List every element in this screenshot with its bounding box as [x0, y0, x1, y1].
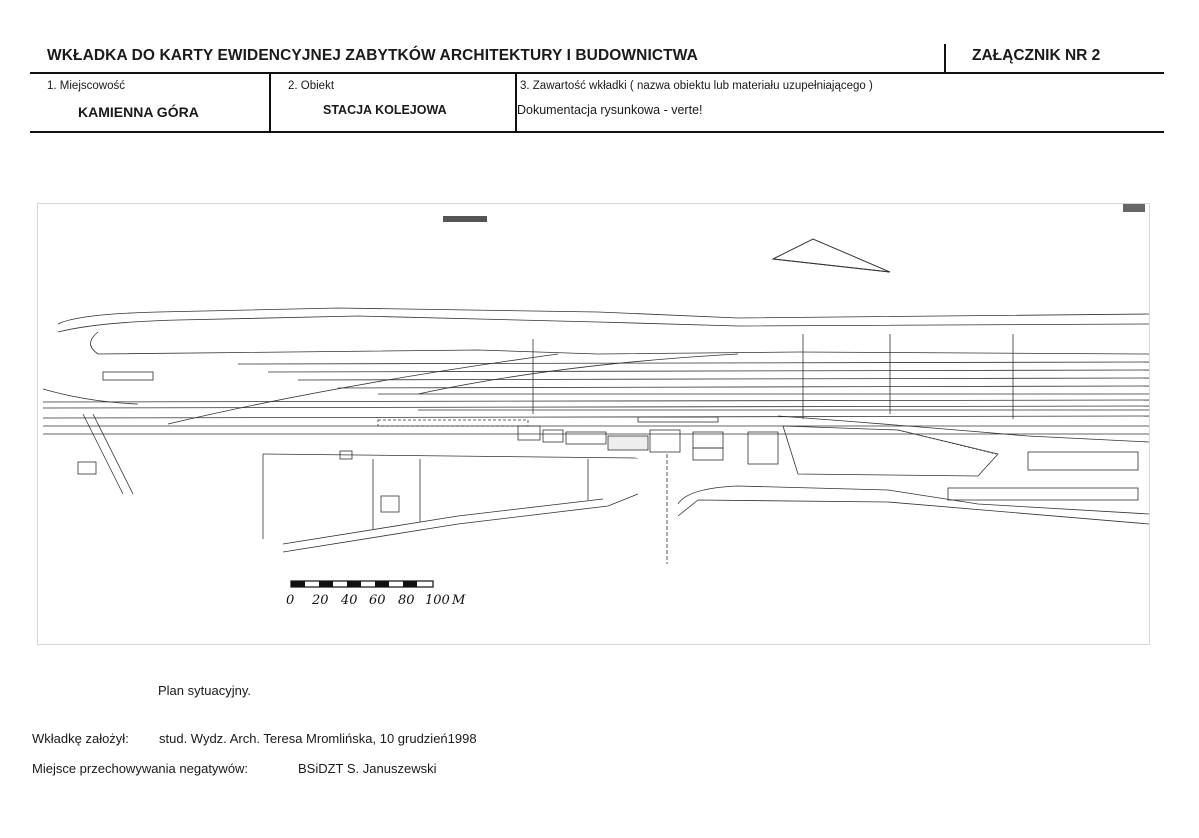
scale-label-60: 60 — [369, 593, 386, 608]
storage-label: Miejsce przechowywania negatywów: — [32, 761, 249, 776]
scale-label-80: 80 — [398, 593, 415, 608]
header-divider — [944, 44, 946, 72]
field-divider-2 — [515, 73, 517, 133]
site-plan-svg: 0 20 40 60 80 100 M — [42, 204, 1149, 608]
site-plan-drawing: 0 20 40 60 80 100 M — [37, 203, 1150, 645]
locality-value: KAMIENNA GÓRA — [78, 104, 199, 120]
field-divider-1 — [269, 73, 271, 133]
content-value: Dokumentacja rysunkowa - verte! — [517, 103, 703, 117]
scale-label-20: 20 — [311, 593, 329, 608]
fields-rule — [30, 131, 1164, 133]
scale-bar — [290, 580, 434, 588]
founder-value: stud. Wydz. Arch. Teresa Mromlińska, 10 … — [159, 731, 477, 746]
scale-unit: M — [451, 593, 466, 608]
document-title: WKŁADKA DO KARTY EWIDENCYJNEJ ZABYTKÓW A… — [47, 47, 698, 64]
scale-label-40: 40 — [340, 593, 358, 608]
object-value: STACJA KOLEJOWA — [323, 103, 447, 117]
storage-value: BSiDZT S. Januszewski — [298, 761, 437, 776]
scale-label-0: 0 — [286, 593, 294, 608]
content-label: 3. Zawartość wkładki ( nazwa obiektu lub… — [520, 80, 873, 92]
plan-caption: Plan sytuacyjny. — [158, 683, 251, 698]
header-rule — [30, 72, 1164, 74]
annex-number: ZAŁĄCZNIK NR 2 — [972, 47, 1101, 64]
founder-label: Wkładkę założył: — [32, 731, 129, 746]
object-label: 2. Obiekt — [288, 80, 335, 92]
locality-label: 1. Miejscowość — [47, 80, 125, 92]
scale-label-100: 100 — [425, 593, 450, 608]
